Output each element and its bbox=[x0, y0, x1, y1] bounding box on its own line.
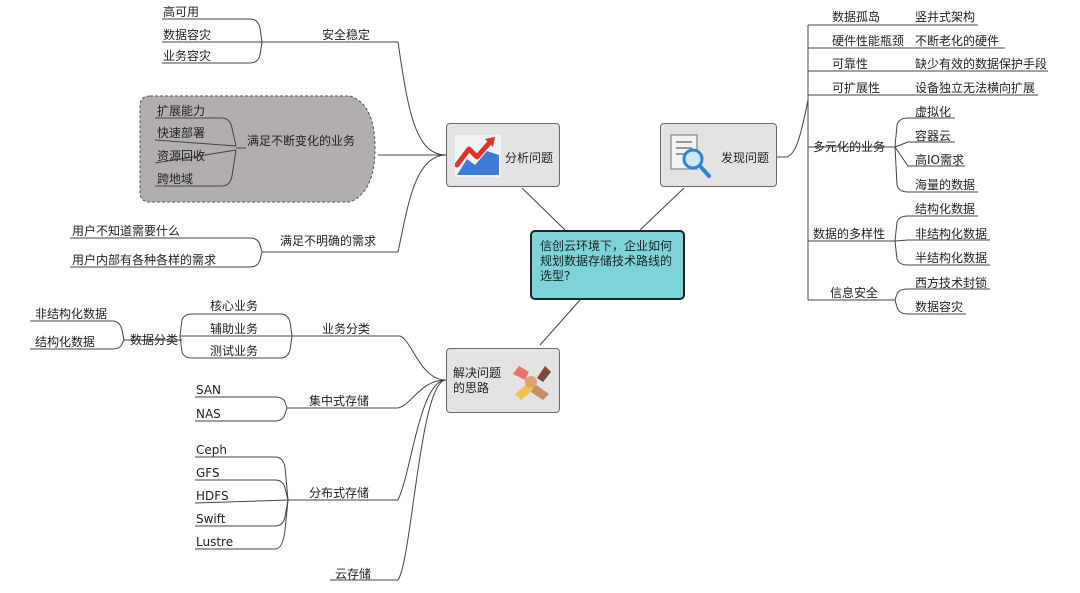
central-topic[interactable]: 信创云环境下，企业如何规划数据存储技术路线的选型? bbox=[530, 230, 685, 300]
branch-cloud-storage[interactable]: 云存储 bbox=[335, 567, 372, 581]
trend-chart-icon bbox=[455, 135, 501, 177]
leaf-semistructured[interactable]: 半结构化数据 bbox=[915, 251, 988, 265]
leaf-scalability[interactable]: 扩展能力 bbox=[157, 104, 206, 118]
leaf-core-business[interactable]: 核心业务 bbox=[210, 299, 259, 313]
leaf-cross-region[interactable]: 跨地域 bbox=[157, 172, 194, 186]
branch-changing[interactable]: 满足不断变化的业务 bbox=[247, 134, 356, 148]
leaf-massive-data[interactable]: 海量的数据 bbox=[915, 178, 976, 192]
leaf-no-protection[interactable]: 缺少有效的数据保护手段 bbox=[915, 57, 1048, 71]
topic-discover[interactable]: 发现问题 bbox=[660, 123, 777, 187]
leaf-hdfs[interactable]: HDFS bbox=[196, 489, 229, 503]
topic-analysis-title: 分析问题 bbox=[505, 151, 554, 165]
document-search-icon bbox=[670, 134, 711, 178]
teamwork-hands-icon bbox=[513, 366, 551, 400]
topic-solve-title: 解决问题的思路 bbox=[453, 366, 502, 395]
branch-variety[interactable]: 数据的多样性 bbox=[813, 227, 886, 241]
central-topic-text: 信创云环境下，企业如何规划数据存储技术路线的选型? bbox=[540, 239, 673, 283]
leaf-aging-hw[interactable]: 不断老化的硬件 bbox=[915, 34, 1000, 48]
leaf-business-dr[interactable]: 业务容灾 bbox=[163, 49, 212, 63]
branch-extensibility[interactable]: 可扩展性 bbox=[832, 81, 881, 95]
leaf-class-unstructured[interactable]: 非结构化数据 bbox=[35, 307, 108, 321]
leaf-data-dr[interactable]: 数据容灾 bbox=[163, 28, 212, 42]
leaf-resource-reclaim[interactable]: 资源回收 bbox=[157, 149, 206, 163]
branch-centralized[interactable]: 集中式存储 bbox=[309, 394, 370, 408]
leaf-high-availability[interactable]: 高可用 bbox=[163, 5, 200, 19]
branch-security[interactable]: 信息安全 bbox=[830, 286, 879, 300]
leaf-lustre[interactable]: Lustre bbox=[196, 535, 234, 549]
topic-analysis[interactable]: 分析问题 bbox=[446, 123, 560, 187]
leaf-structured[interactable]: 结构化数据 bbox=[915, 202, 976, 216]
leaf-fast-deploy[interactable]: 快速部署 bbox=[157, 126, 206, 140]
leaf-virtualization[interactable]: 虚拟化 bbox=[915, 105, 952, 119]
highlight-group bbox=[139, 95, 376, 203]
leaf-aux-business[interactable]: 辅助业务 bbox=[210, 322, 259, 336]
leaf-san[interactable]: SAN bbox=[196, 383, 222, 397]
topic-discover-title: 发现问题 bbox=[721, 151, 770, 165]
leaf-container-cloud[interactable]: 容器云 bbox=[915, 129, 952, 143]
topic-solve[interactable]: 解决问题的思路 bbox=[446, 348, 560, 413]
branch-diversity[interactable]: 多元化的业务 bbox=[813, 140, 886, 154]
branch-unclear[interactable]: 满足不明确的需求 bbox=[280, 234, 377, 248]
leaf-user-unsure[interactable]: 用户不知道需要什么 bbox=[72, 224, 181, 238]
leaf-unstructured[interactable]: 非结构化数据 bbox=[915, 227, 988, 241]
leaf-silo-arch[interactable]: 竖井式架构 bbox=[915, 10, 976, 24]
leaf-no-scaleout[interactable]: 设备独立无法横向扩展 bbox=[915, 81, 1036, 95]
leaf-nas[interactable]: NAS bbox=[196, 407, 221, 421]
branch-distributed[interactable]: 分布式存储 bbox=[309, 486, 370, 500]
leaf-test-business[interactable]: 测试业务 bbox=[210, 344, 259, 358]
branch-reliability[interactable]: 可靠性 bbox=[832, 57, 869, 71]
branch-data-class[interactable]: 数据分类 bbox=[130, 333, 179, 347]
leaf-ceph[interactable]: Ceph bbox=[196, 443, 227, 457]
leaf-class-structured[interactable]: 结构化数据 bbox=[35, 335, 96, 349]
branch-business-class[interactable]: 业务分类 bbox=[322, 322, 371, 336]
branch-hw-bottleneck[interactable]: 硬件性能瓶颈 bbox=[832, 34, 905, 48]
branch-data-silo[interactable]: 数据孤岛 bbox=[832, 10, 881, 24]
leaf-security-dr[interactable]: 数据容灾 bbox=[915, 300, 964, 314]
branch-stability[interactable]: 安全稳定 bbox=[322, 28, 371, 42]
leaf-gfs[interactable]: GFS bbox=[196, 466, 220, 480]
leaf-high-io[interactable]: 高IO需求 bbox=[915, 153, 964, 167]
leaf-tech-blockade[interactable]: 西方技术封锁 bbox=[915, 276, 988, 290]
leaf-swift[interactable]: Swift bbox=[196, 512, 226, 526]
leaf-user-various[interactable]: 用户内部有各种各样的需求 bbox=[72, 253, 217, 267]
